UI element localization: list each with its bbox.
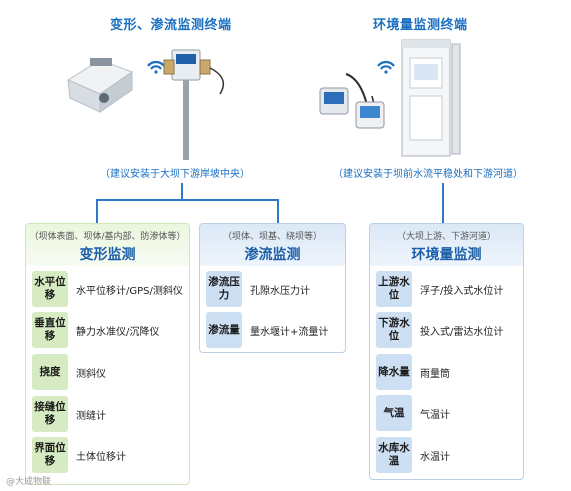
deformation-monitoring-card: （坝体表面、坝体/基内部、防渗体等） 变形监测 水平位移 水平位移计/GPS/测…	[25, 223, 190, 485]
item-tag: 水库水温	[376, 437, 412, 473]
item-tag: 渗流量	[206, 312, 242, 348]
item-value: 量水堰计+流量计	[250, 326, 329, 338]
deformation-terminal-device-image	[66, 49, 225, 160]
item-tag: 上游水位	[376, 271, 412, 307]
item-value: 测缝计	[76, 410, 106, 422]
item-value: 气温计	[420, 409, 450, 421]
environment-monitoring-card: （大坝上游、下游河道） 环境量监测 上游水位 浮子/投入式水位计 下游水位 投入…	[369, 223, 524, 480]
card-header: （坝体、坝基、绕坝等） 渗流监测	[200, 224, 345, 266]
environment-terminal-device-image	[319, 39, 461, 157]
list-item: 水库水温 水温计	[376, 436, 517, 474]
seepage-monitoring-card: （坝体、坝基、绕坝等） 渗流监测 渗流压力 孔隙水压力计 渗流量 量水堰计+流量…	[199, 223, 346, 353]
item-value: 土体位移计	[76, 451, 126, 463]
deformation-seepage-terminal-title: 变形、渗流监测终端	[110, 18, 232, 33]
item-tag: 垂直位移	[32, 312, 68, 348]
environment-terminal-title: 环境量监测终端	[373, 18, 468, 33]
list-item: 挠度 测斜仪	[32, 353, 183, 391]
item-tag: 渗流压力	[206, 271, 242, 307]
deformation-install-note: （建议安装于大坝下游岸坡中央）	[100, 169, 250, 180]
connector-line	[442, 183, 444, 223]
item-tag: 气温	[376, 395, 412, 431]
list-item: 垂直位移 静力水准仪/沉降仪	[32, 311, 183, 349]
list-item: 渗流压力 孔隙水压力计	[206, 270, 339, 308]
wifi-icon	[377, 60, 395, 74]
connector-line	[277, 199, 279, 223]
watermark: @大成物联	[6, 477, 52, 487]
item-tag: 降水量	[376, 354, 412, 390]
list-item: 上游水位 浮子/投入式水位计	[376, 270, 517, 308]
item-value: 水温计	[420, 451, 450, 463]
list-item: 接缝位移 测缝计	[32, 395, 183, 433]
card-subtitle: （大坝上游、下游河道）	[396, 232, 496, 242]
item-tag: 接缝位移	[32, 396, 68, 432]
card-header: （大坝上游、下游河道） 环境量监测	[370, 224, 523, 266]
connector-line	[96, 199, 98, 223]
item-value: 孔隙水压力计	[250, 285, 310, 297]
card-title: 渗流监测	[244, 247, 301, 263]
list-item: 渗流量 量水堰计+流量计	[206, 311, 339, 349]
card-title: 变形监测	[79, 247, 136, 263]
list-item: 降水量 雨量筒	[376, 353, 517, 391]
wifi-icon	[147, 60, 165, 74]
item-tag: 界面位移	[32, 437, 68, 473]
list-item: 界面位移 土体位移计	[32, 436, 183, 474]
connector-line	[96, 199, 279, 201]
card-header: （坝体表面、坝体/基内部、防渗体等） 变形监测	[26, 224, 189, 266]
list-item: 水平位移 水平位移计/GPS/测斜仪	[32, 270, 183, 308]
item-tag: 水平位移	[32, 271, 68, 307]
item-tag: 下游水位	[376, 312, 412, 348]
item-value: 投入式/雷达水位计	[420, 326, 504, 338]
connector-line	[181, 183, 183, 200]
item-value: 水平位移计/GPS/测斜仪	[76, 285, 183, 297]
list-item: 下游水位 投入式/雷达水位计	[376, 311, 517, 349]
item-value: 测斜仪	[76, 368, 106, 380]
environment-install-note: （建议安装于坝前水流平稳处和下游河道）	[333, 169, 523, 180]
card-title: 环境量监测	[411, 247, 482, 263]
card-subtitle: （坝体、坝基、绕坝等）	[222, 232, 322, 242]
item-value: 静力水准仪/沉降仪	[76, 326, 160, 338]
list-item: 气温 气温计	[376, 394, 517, 432]
item-value: 雨量筒	[420, 368, 450, 380]
item-value: 浮子/投入式水位计	[420, 285, 504, 297]
item-tag: 挠度	[32, 354, 68, 390]
card-subtitle: （坝体表面、坝体/基内部、防渗体等）	[29, 232, 186, 242]
